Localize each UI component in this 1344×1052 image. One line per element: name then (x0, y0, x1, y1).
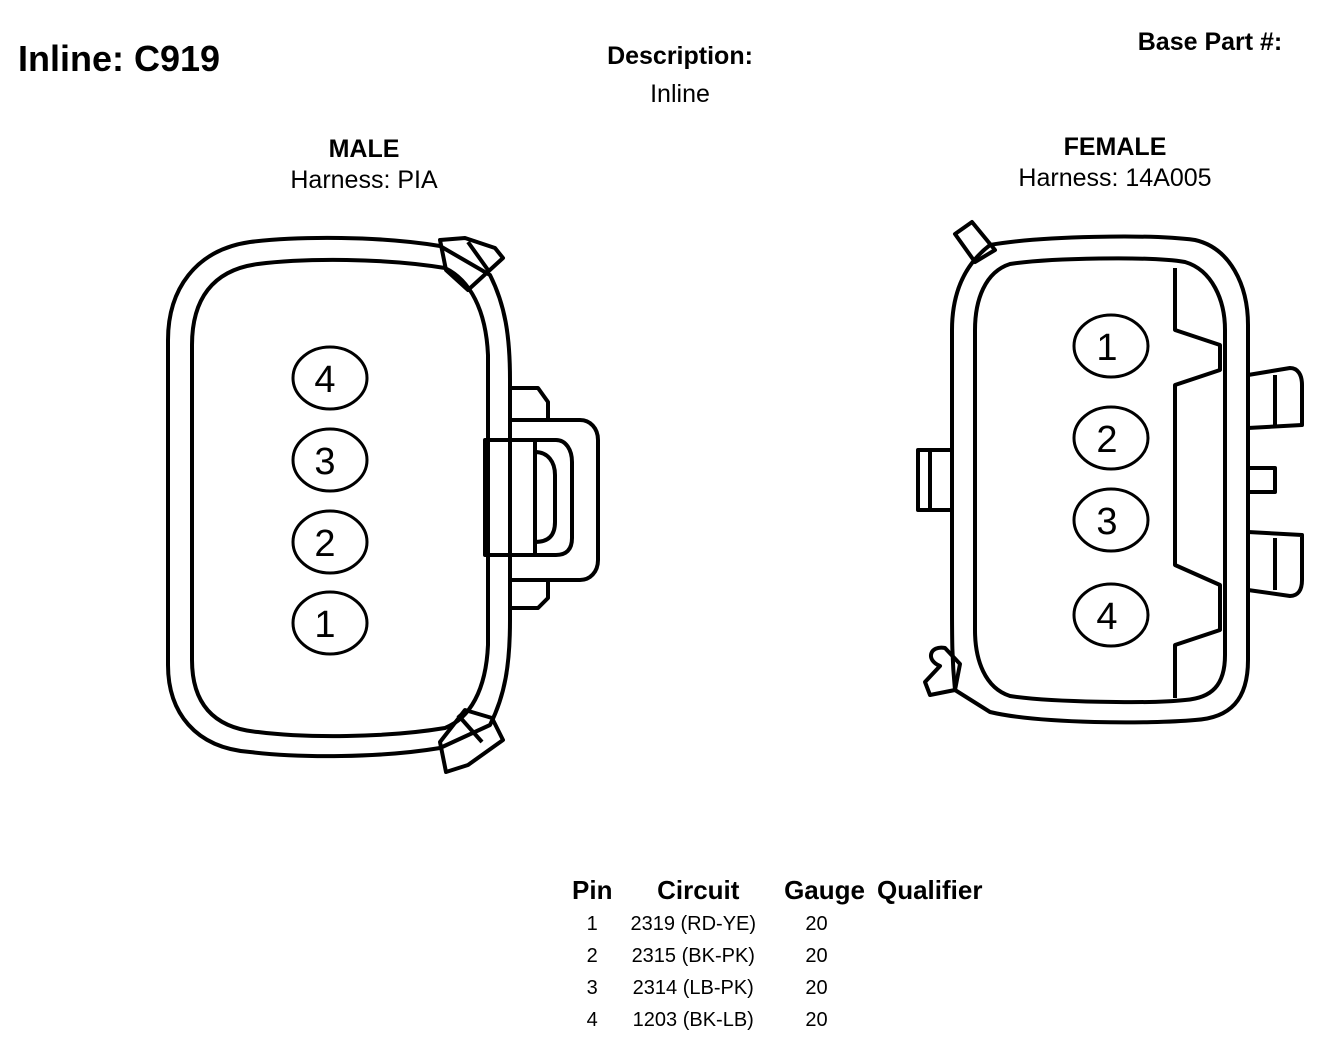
pin-cell: 1 (586, 912, 598, 935)
pin-cell: 4 (586, 1008, 598, 1031)
female-connector-body (916, 220, 1304, 725)
description-value: Inline (650, 80, 710, 108)
pin-cell: 3 (586, 976, 598, 999)
table-row: 2 2315 (BK-PK) 20 (566, 940, 988, 972)
male-pin-4 (291, 345, 369, 411)
header-circuit: Circuit (657, 874, 740, 905)
gauge-cell: 20 (805, 944, 828, 967)
female-pin-3 (1072, 487, 1150, 553)
circuit-cell: 2319 (RD-YE) (630, 912, 757, 935)
pin-cell: 2 (586, 944, 598, 967)
header-gauge: Gauge (784, 874, 865, 905)
page-title: Inline: C919 (18, 38, 221, 79)
female-label: FEMALE (1063, 133, 1167, 161)
table-row: 1 2319 (RD-YE) 20 (566, 908, 988, 940)
male-pin-2 (291, 509, 369, 575)
female-pin-label: 1 (1096, 327, 1117, 369)
male-pins: 4 3 2 1 (291, 345, 369, 656)
gauge-cell: 20 (805, 1008, 828, 1031)
female-pin-label: 4 (1096, 596, 1117, 638)
qualifier-cell (871, 908, 988, 940)
female-pins: 1 2 3 4 (1072, 313, 1150, 648)
qualifier-cell (871, 1004, 988, 1036)
male-pin-3 (291, 427, 369, 493)
qualifier-cell (871, 972, 988, 1004)
circuit-cell: 2314 (LB-PK) (632, 976, 754, 999)
base-part-label: Base Part #: (1137, 28, 1283, 56)
male-pin-label: 3 (314, 441, 335, 483)
header-qualifier: Qualifier (876, 874, 983, 905)
female-pin-label: 3 (1096, 501, 1117, 543)
male-harness: Harness: PIA (290, 166, 438, 194)
female-harness: Harness: 14A005 (1018, 164, 1212, 192)
table-row: 4 1203 (BK-LB) 20 (566, 1004, 988, 1036)
male-pin-1 (291, 590, 369, 656)
gauge-cell: 20 (805, 976, 828, 999)
female-pin-1 (1072, 313, 1150, 379)
pin-table: Pin Circuit Gauge Qualifier 1 2319 (RD-Y… (566, 872, 988, 1036)
pin-table-header: Pin Circuit Gauge Qualifier (566, 872, 988, 908)
male-pin-label: 4 (314, 359, 335, 401)
circuit-cell: 2315 (BK-PK) (631, 944, 755, 967)
circuit-cell: 1203 (BK-LB) (632, 1008, 754, 1031)
table-row: 3 2314 (LB-PK) 20 (566, 972, 988, 1004)
female-pin-2 (1072, 405, 1150, 471)
description-label: Description: (607, 42, 753, 70)
qualifier-cell (871, 940, 988, 972)
female-pin-4 (1072, 582, 1150, 648)
male-connector-body (166, 235, 600, 774)
female-pin-label: 2 (1096, 419, 1117, 461)
male-pin-label: 2 (314, 523, 335, 565)
header-pin: Pin (572, 874, 613, 905)
male-label: MALE (328, 135, 400, 163)
male-pin-label: 1 (314, 604, 335, 646)
gauge-cell: 20 (805, 912, 828, 935)
